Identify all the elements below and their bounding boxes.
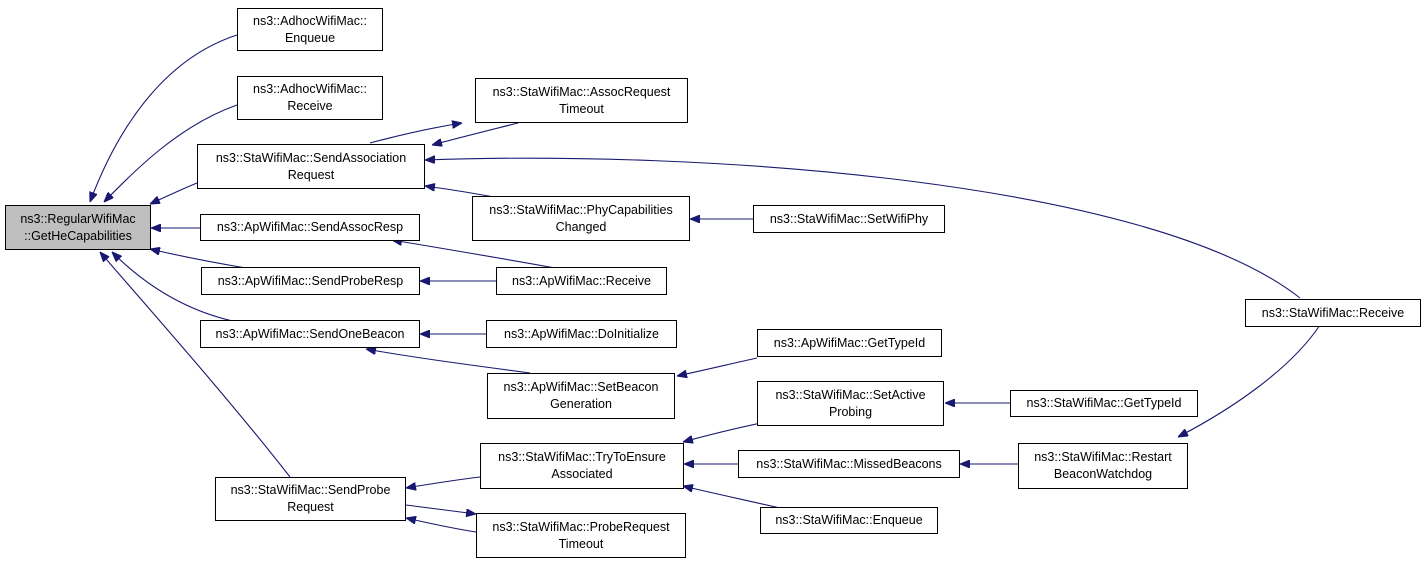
node-adhoc-receive[interactable]: ns3::AdhocWifiMac:: Receive (237, 76, 383, 120)
node-sta-enqueue-line1: ns3::StaWifiMac::Enqueue (775, 513, 923, 527)
node-sta-enqueue[interactable]: ns3::StaWifiMac::Enqueue (760, 507, 938, 534)
edge-assoc-timeout-to-sta-send-assoc (432, 122, 519, 145)
node-sta-receive[interactable]: ns3::StaWifiMac::Receive (1245, 299, 1421, 327)
node-sta-try-to-ensure-associated-line1: ns3::StaWifiMac::TryToEnsure (498, 450, 666, 464)
node-ap-send-one-beacon-line1: ns3::ApWifiMac::SendOneBeacon (215, 326, 405, 341)
edge-set-beacon-gen-to-send-beacon (366, 349, 531, 374)
edge-adhoc-enqueue-to-root (90, 34, 238, 202)
node-adhoc-enqueue-line2: Enqueue (284, 30, 336, 45)
node-ap-do-initialize-line1: ns3::ApWifiMac::DoInitialize (504, 326, 659, 341)
node-sta-set-active-probing-line2: Probing (828, 404, 873, 419)
node-sta-get-type-id-line1: ns3::StaWifiMac::GetTypeId (1026, 396, 1182, 410)
node-ap-set-beacon-generation-line1: ns3::ApWifiMac::SetBeacon (503, 380, 659, 394)
node-sta-set-wifi-phy-line1: ns3::StaWifiMac::SetWifiPhy (769, 211, 929, 226)
edges (90, 34, 1321, 533)
edge-ap-receive-to-send-assoc-resp (392, 240, 556, 269)
node-sta-assoc-request-timeout[interactable]: ns3::StaWifiMac::AssocRequest Timeout (475, 78, 688, 123)
node-ap-set-beacon-generation[interactable]: ns3::ApWifiMac::SetBeacon Generation (487, 373, 675, 419)
node-ap-send-probe-resp[interactable]: ns3::ApWifiMac::SendProbeResp (201, 267, 420, 295)
node-sta-receive-line1: ns3::StaWifiMac::Receive (1261, 305, 1405, 320)
node-sta-phy-capabilities-changed-line2: Changed (555, 219, 607, 234)
node-adhoc-receive-line2: Receive (287, 99, 333, 113)
edge-try-ensure-to-sta-send-probe (406, 476, 481, 488)
edge-sta-send-probe-to-probe-timeout (405, 504, 476, 514)
node-sta-restart-beacon-watchdog-line2: BeaconWatchdog (1053, 467, 1153, 481)
node-ap-send-probe-resp-line1: ns3::ApWifiMac::SendProbeResp (217, 273, 404, 288)
node-sta-send-association-request[interactable]: ns3::StaWifiMac::SendAssociation Request (197, 144, 425, 189)
node-sta-missed-beacons-line1: ns3::StaWifiMac::MissedBeacons (756, 456, 942, 471)
node-sta-send-probe-request[interactable]: ns3::StaWifiMac::SendProbe Request (215, 477, 406, 521)
edge-sta-receive-to-restart (1178, 324, 1321, 437)
node-sta-assoc-request-timeout-line2: Timeout (559, 101, 604, 116)
node-sta-send-probe-request-line1: ns3::StaWifiMac::SendProbe (230, 483, 391, 497)
node-sta-restart-beacon-watchdog-line1: ns3::StaWifiMac::Restart (1034, 450, 1172, 464)
node-ap-send-assoc-resp-line1: ns3::ApWifiMac::SendAssocResp (216, 220, 404, 234)
edge-ap-get-typeid-to-set-beacon-gen (677, 357, 758, 376)
edge-ap-send-beacon-to-root (112, 252, 238, 323)
node-sta-set-active-probing[interactable]: ns3::StaWifiMac::SetActive Probing (757, 381, 944, 426)
node-sta-send-association-request-line2: Request (287, 167, 335, 182)
edge-adhoc-receive-to-root (104, 104, 238, 202)
node-adhoc-receive-line1: ns3::AdhocWifiMac:: (253, 82, 367, 96)
node-sta-missed-beacons[interactable]: ns3::StaWifiMac::MissedBeacons (738, 450, 960, 478)
node-sta-send-association-request-line1: ns3::StaWifiMac::SendAssociation (215, 150, 407, 165)
node-sta-assoc-request-timeout-line1: ns3::StaWifiMac::AssocRequest (492, 84, 671, 99)
node-root: ns3::RegularWifiMac ::GetHeCapabilities (5, 205, 151, 250)
node-adhoc-enqueue-line1: ns3::AdhocWifiMac:: (253, 13, 367, 28)
node-ap-send-one-beacon[interactable]: ns3::ApWifiMac::SendOneBeacon (200, 320, 420, 348)
node-sta-try-to-ensure-associated[interactable]: ns3::StaWifiMac::TryToEnsure Associated (480, 443, 684, 489)
edge-sta-send-probe-to-root (100, 252, 291, 478)
node-sta-get-type-id[interactable]: ns3::StaWifiMac::GetTypeId (1010, 390, 1198, 417)
node-sta-set-active-probing-line1: ns3::StaWifiMac::SetActive (775, 387, 926, 402)
node-sta-probe-request-timeout-line1: ns3::StaWifiMac::ProbeRequest (492, 519, 670, 534)
node-adhoc-enqueue[interactable]: ns3::AdhocWifiMac:: Enqueue (237, 8, 383, 51)
edge-probe-timeout-to-sta-send-probe (406, 518, 477, 533)
node-ap-get-type-id-line1: ns3::ApWifiMac::GetTypeId (773, 335, 926, 350)
edge-sta-send-assoc-to-root (150, 182, 198, 204)
node-ap-send-assoc-resp[interactable]: ns3::ApWifiMac::SendAssocResp (200, 214, 420, 241)
edge-sta-receive-to-sta-send-assoc (425, 158, 1301, 299)
node-sta-send-probe-request-line2: Request (287, 500, 334, 514)
node-sta-restart-beacon-watchdog[interactable]: ns3::StaWifiMac::Restart BeaconWatchdog (1018, 443, 1188, 489)
node-ap-do-initialize[interactable]: ns3::ApWifiMac::DoInitialize (486, 320, 677, 348)
node-root-line2: ::GetHeCapabilities (24, 228, 132, 243)
edge-sta-send-assoc-to-assoc-timeout (369, 123, 462, 144)
node-ap-receive-line1: ns3::ApWifiMac::Receive (512, 273, 651, 288)
node-ap-set-beacon-generation-line2: Generation (550, 397, 612, 411)
node-sta-phy-capabilities-changed[interactable]: ns3::StaWifiMac::PhyCapabilities Changed (472, 196, 690, 241)
node-ap-receive[interactable]: ns3::ApWifiMac::Receive (496, 267, 667, 295)
node-sta-try-to-ensure-associated-line2: Associated (551, 467, 613, 481)
edge-enqueue-to-try-ensure (683, 486, 781, 509)
node-sta-probe-request-timeout-line2: Timeout (558, 536, 604, 551)
node-sta-phy-capabilities-changed-line1: ns3::StaWifiMac::PhyCapabilities (489, 202, 673, 217)
node-sta-set-wifi-phy[interactable]: ns3::StaWifiMac::SetWifiPhy (753, 205, 945, 233)
node-root-line1: ns3::RegularWifiMac (20, 211, 136, 226)
node-ap-get-type-id[interactable]: ns3::ApWifiMac::GetTypeId (757, 329, 942, 357)
node-sta-probe-request-timeout[interactable]: ns3::StaWifiMac::ProbeRequest Timeout (476, 513, 686, 558)
edge-ap-send-probe-resp-to-root (150, 249, 247, 269)
